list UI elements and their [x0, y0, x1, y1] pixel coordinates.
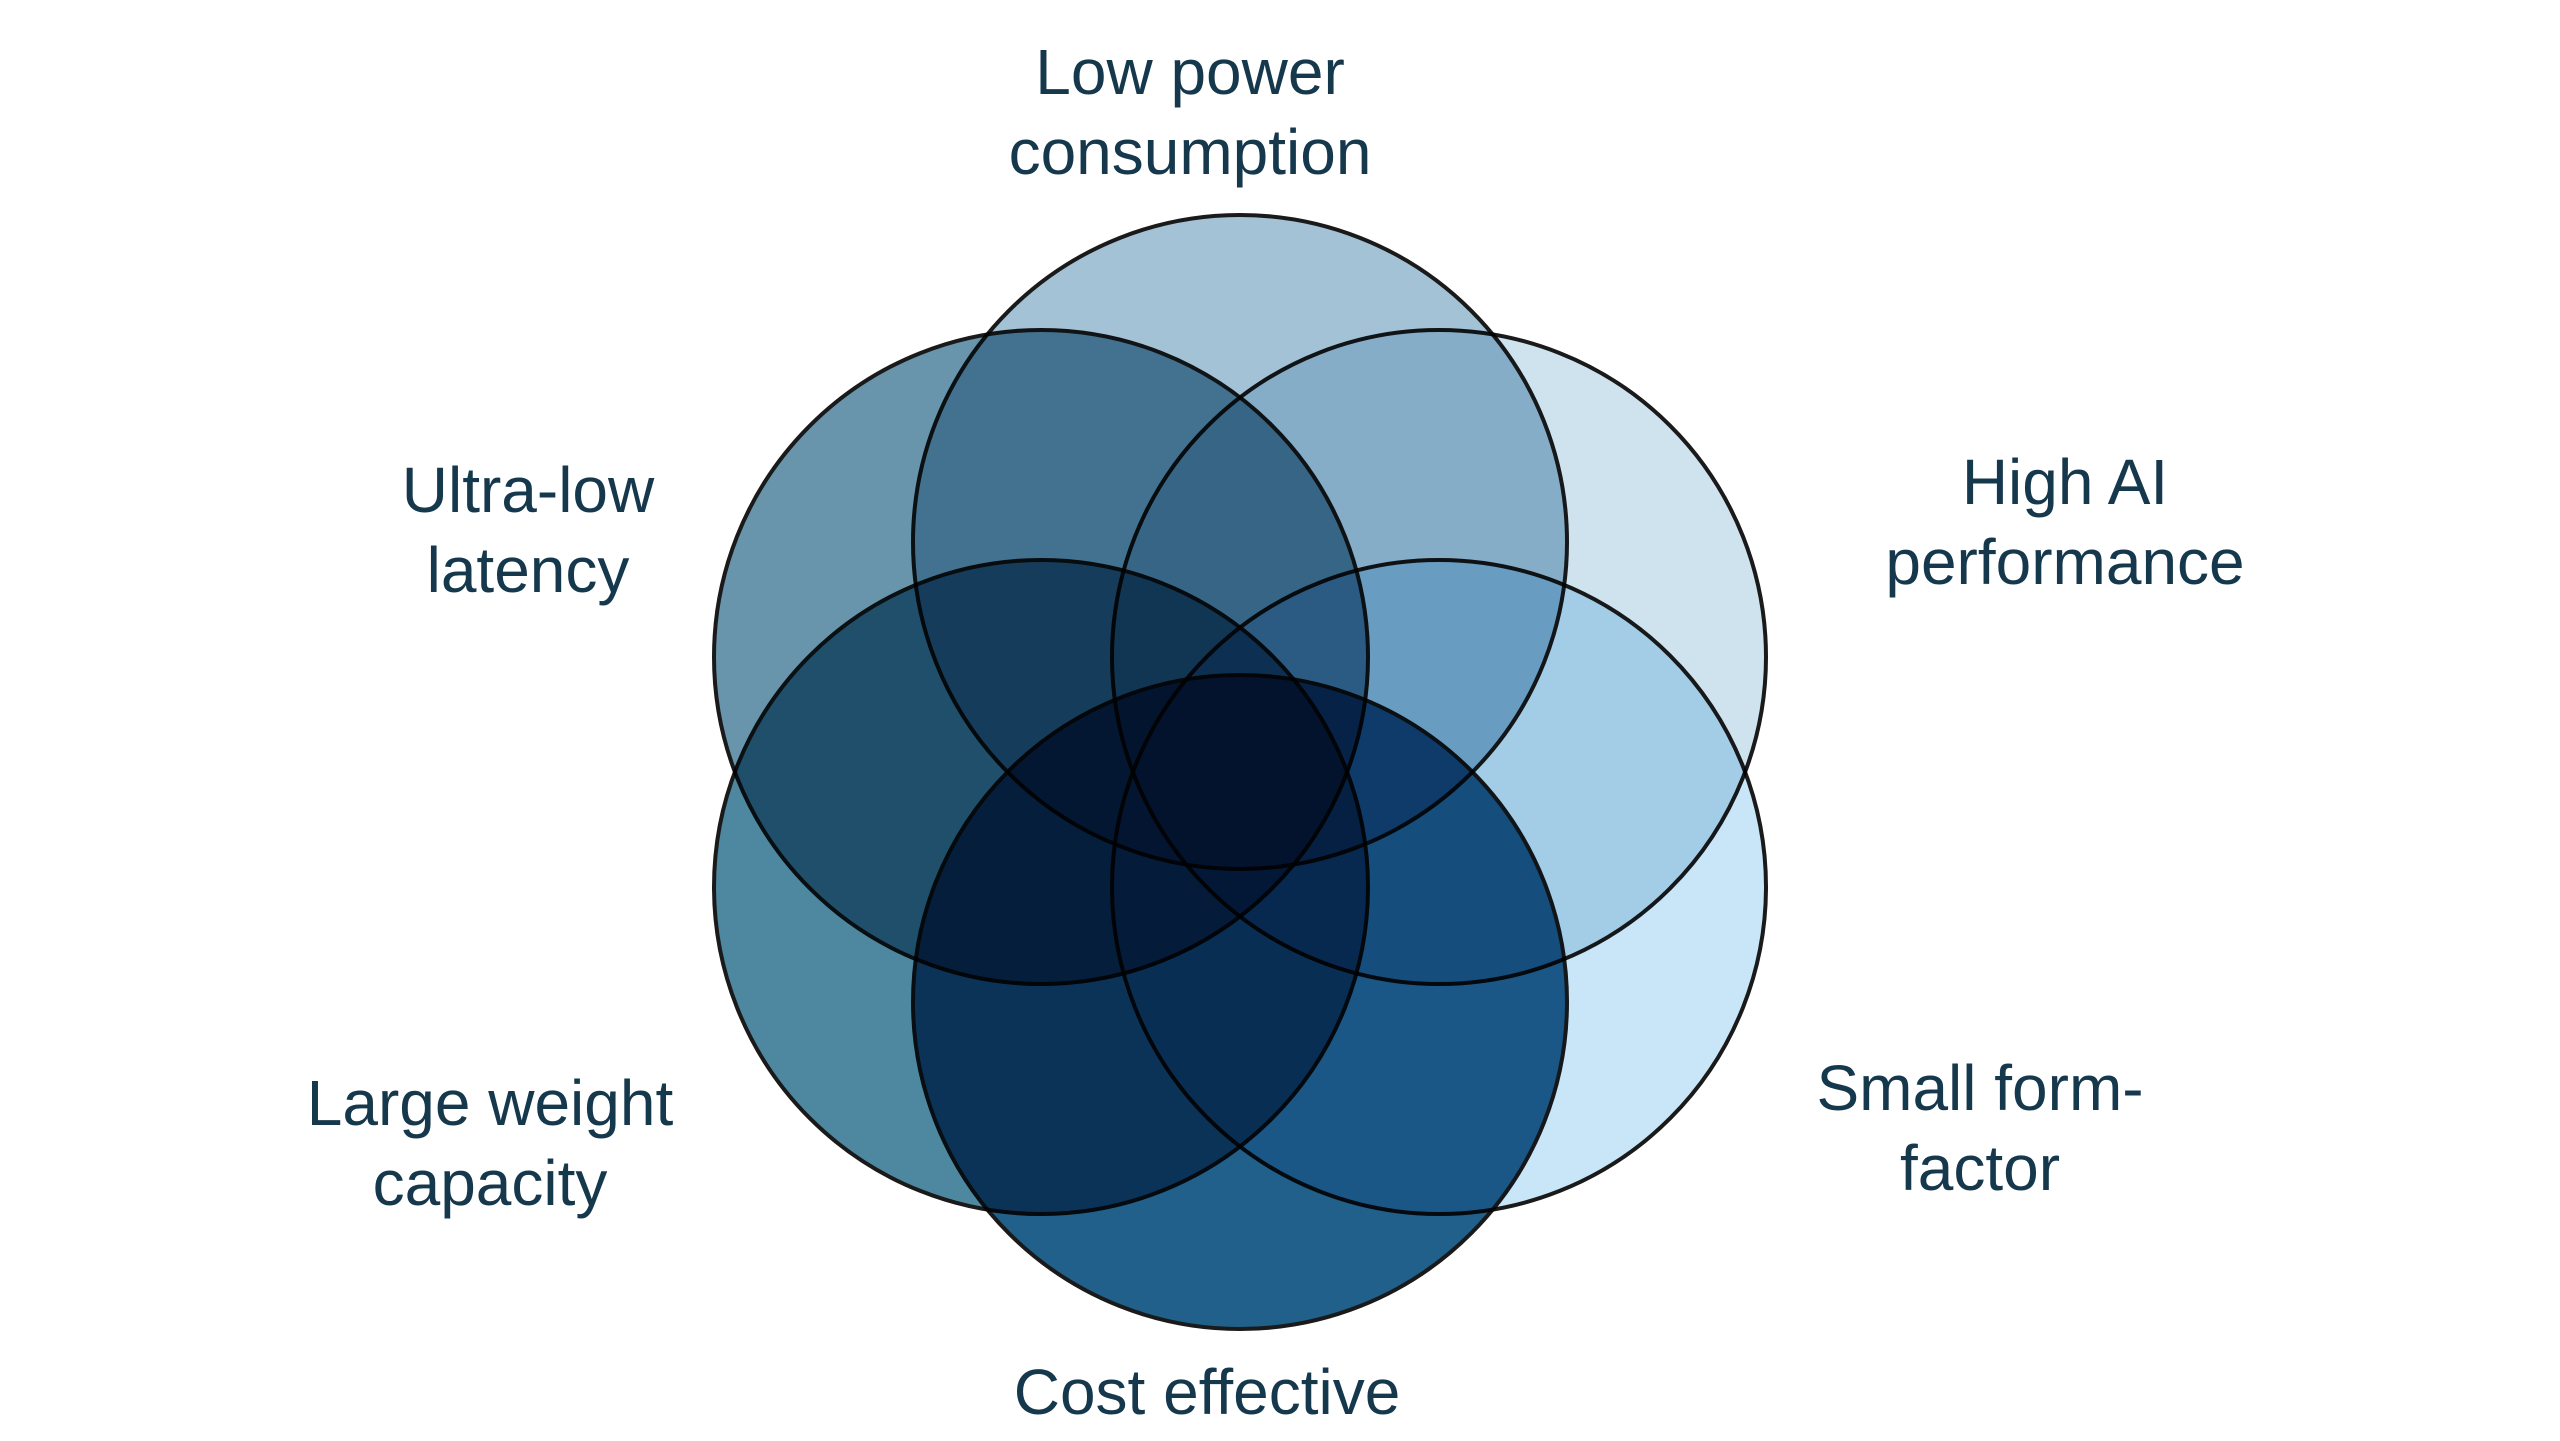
label-low-power-consumption: Low power consumption [1008, 36, 1372, 188]
label-cost-effective: Cost effective [1013, 1356, 1401, 1428]
label-high-ai-performance: High AI performance [1885, 446, 2245, 598]
label-ultra-low-latency: Ultra-low latency [401, 454, 655, 606]
label-small-form-factor: Small form- factor [1816, 1052, 2144, 1204]
label-large-weight-capacity: Large weight capacity [306, 1067, 674, 1219]
venn-circle-ultra-low-latency [712, 328, 1370, 986]
